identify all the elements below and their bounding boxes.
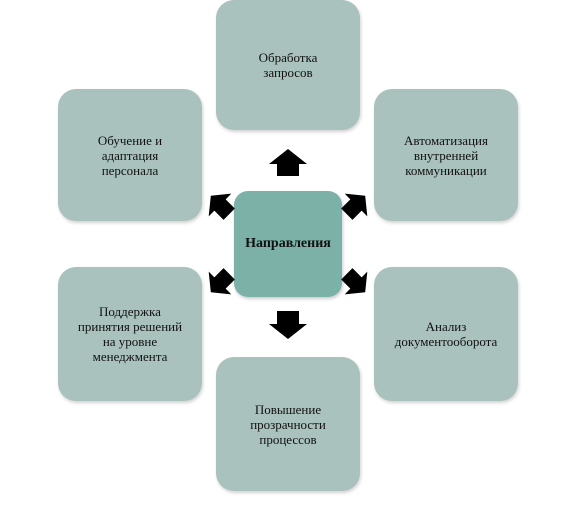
arrow-up-icon: [269, 149, 307, 176]
node-management-decision-support: Поддержка принятия решений на уровне мен…: [58, 267, 202, 401]
node-internal-communication-automation: Автоматизация внутренней коммуникации: [374, 89, 518, 221]
arrow-down-left-icon: [208, 268, 235, 295]
arrow-down-icon: [269, 311, 307, 339]
node-request-processing: Обработка запросов: [216, 0, 360, 130]
node-document-flow-analysis: Анализ документооборота: [374, 267, 518, 401]
arrow-up-left-icon: [208, 193, 235, 220]
arrow-up-right-icon: [341, 193, 368, 220]
arrow-down-right-icon: [341, 268, 368, 295]
center-node-directions: Направления: [234, 191, 342, 297]
center-label: Направления: [245, 236, 331, 251]
node-process-transparency: Повышение прозрачности процессов: [216, 357, 360, 491]
node-staff-training-adaptation: Обучение и адаптация персонала: [58, 89, 202, 221]
